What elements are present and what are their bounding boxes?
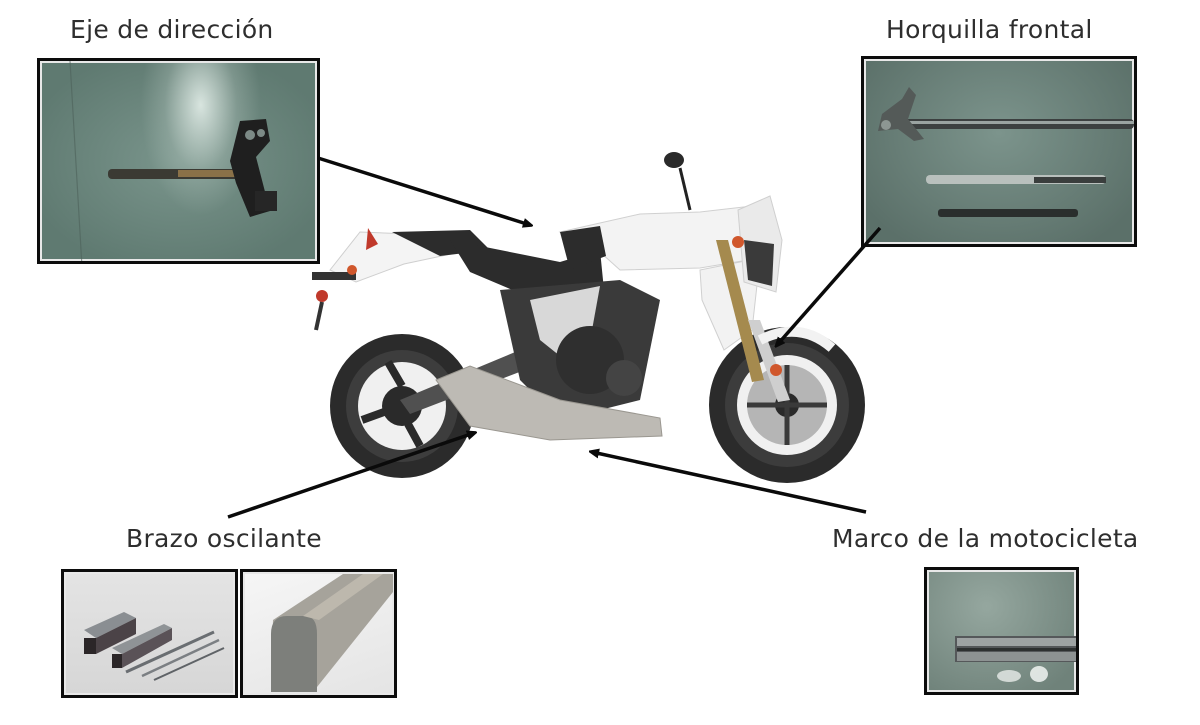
photo-front-fork xyxy=(861,56,1137,247)
label-steering-shaft: Eje de dirección xyxy=(70,15,274,44)
photo-swingarm-tubes xyxy=(61,569,238,698)
steel-tubes-icon xyxy=(84,612,225,681)
photo-steering-shaft xyxy=(37,58,320,264)
photo-motorcycle-frame xyxy=(924,567,1079,695)
arrow-steering-shaft xyxy=(317,156,530,225)
front-fork-part-icon xyxy=(878,87,1134,217)
photo-swingarm-profile xyxy=(240,569,397,698)
arrow-motorcycle-frame xyxy=(592,452,867,514)
label-swingarm: Brazo oscilante xyxy=(126,524,322,553)
steering-shaft-part-icon xyxy=(69,61,277,261)
frame-profile-icon xyxy=(955,636,1076,682)
aluminum-profile-icon xyxy=(271,574,393,692)
label-motorcycle-frame: Marco de la motocicleta xyxy=(832,524,1139,553)
label-front-fork: Horquilla frontal xyxy=(886,15,1093,44)
arrow-swingarm xyxy=(227,433,474,519)
